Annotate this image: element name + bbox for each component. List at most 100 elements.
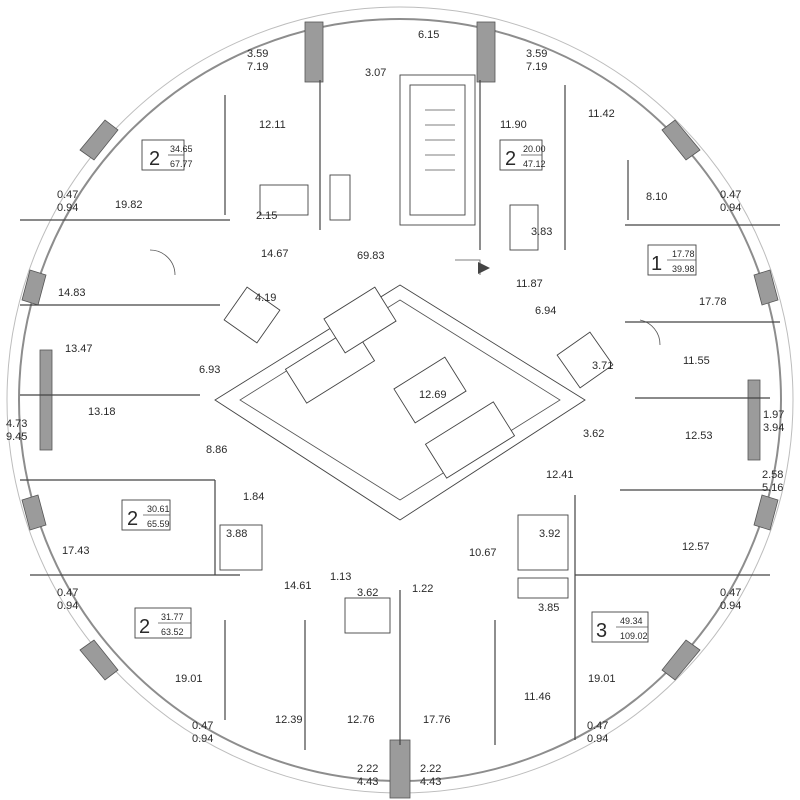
room-area: 12.53 (685, 430, 713, 442)
balcony-area: 0.47 (57, 587, 78, 599)
apartment-living-area: 49.34 (620, 616, 643, 626)
room-area: 6.94 (535, 305, 556, 317)
apartment-label: 3 49.34 109.02 (591, 611, 649, 643)
apartment-label: 1 17.78 39.98 (647, 244, 697, 276)
entrance-arrow-icon (478, 262, 490, 274)
balcony-area: 2.22 (357, 763, 378, 775)
balcony-area: 0.47 (587, 720, 608, 732)
room-area: 3.85 (538, 602, 559, 614)
room-area: 11.42 (588, 108, 615, 120)
room-area: 12.11 (259, 119, 286, 131)
balcony-area-total: 5.16 (762, 482, 783, 494)
balcony-area: 0.47 (720, 189, 741, 201)
apartment-rooms: 2 (505, 148, 516, 170)
interior-walls (20, 74, 780, 750)
room-area: 12.41 (546, 469, 574, 481)
balcony-area: 3.59 (526, 48, 547, 60)
apartment-total-area: 39.98 (672, 264, 695, 274)
balcony-area-total: 4.43 (420, 776, 441, 788)
room-area: 3.88 (226, 528, 247, 540)
room-area: 6.93 (199, 364, 220, 376)
balcony-area-total: 9.45 (6, 431, 27, 443)
room-area: 11.55 (683, 355, 710, 367)
apartment-label: 2 20.00 47.12 (499, 139, 546, 171)
balcony-area-total: 0.94 (720, 202, 741, 214)
apartment-living-area: 17.78 (672, 249, 695, 259)
room-area: 3.92 (539, 528, 560, 540)
balcony-area-total: 0.94 (587, 733, 608, 745)
balcony-area-total: 0.94 (192, 733, 213, 745)
room-area: 10.67 (469, 547, 497, 559)
room-area: 4.19 (255, 292, 276, 304)
room-area: 69.83 (357, 250, 385, 262)
apartment-label: 2 31.77 63.52 (134, 607, 192, 639)
bath-fixtures (219, 174, 614, 634)
room-area: 8.10 (646, 191, 667, 203)
room-area: 13.18 (88, 406, 116, 418)
balcony-area: 3.59 (247, 48, 268, 60)
room-area: 14.67 (261, 248, 289, 260)
room-area: 19.01 (175, 673, 203, 685)
balcony-area: 2.22 (420, 763, 441, 775)
room-area: 17.43 (62, 545, 90, 557)
apartment-living-area: 34.65 (170, 144, 193, 154)
apartment-rooms: 2 (127, 508, 138, 530)
room-area: 3.62 (357, 587, 378, 599)
apartment-label: 2 34.65 67.77 (141, 139, 193, 171)
apartment-label: 2 30.61 65.59 (121, 499, 171, 531)
room-area: 3.62 (583, 428, 604, 440)
room-area: 11.46 (524, 691, 551, 703)
room-area: 12.69 (419, 389, 447, 401)
room-area: 11.87 (516, 278, 543, 290)
room-area: 19.01 (588, 673, 616, 685)
apartment-rooms: 2 (139, 616, 150, 638)
room-area: 3.07 (365, 67, 386, 79)
room-area: 3.83 (531, 226, 552, 238)
room-area: 1.22 (412, 583, 433, 595)
balcony-area-total: 4.43 (357, 776, 378, 788)
room-area: 17.78 (699, 296, 727, 308)
balcony-area-total: 7.19 (526, 61, 547, 73)
balcony-area: 1.97 (763, 409, 784, 421)
room-area: 19.82 (115, 199, 143, 211)
room-area: 12.76 (347, 714, 375, 726)
balcony-area-total: 7.19 (247, 61, 268, 73)
apartment-total-area: 65.59 (147, 519, 170, 529)
apartment-rooms: 1 (651, 253, 662, 275)
room-area: 12.39 (275, 714, 303, 726)
apartment-total-area: 63.52 (161, 627, 184, 637)
room-area: 6.15 (418, 29, 439, 41)
room-area: 14.83 (58, 287, 86, 299)
balcony-area: 0.47 (192, 720, 213, 732)
apartment-rooms: 2 (149, 148, 160, 170)
balcony-area: 4.73 (6, 418, 27, 430)
apartment-living-area: 31.77 (161, 612, 184, 622)
apartment-total-area: 109.02 (620, 631, 648, 641)
facade (6, 6, 794, 799)
balcony-area: 2.58 (762, 469, 783, 481)
room-area: 11.90 (500, 119, 527, 131)
room-area: 3.71 (592, 360, 613, 372)
room-area: 17.76 (423, 714, 451, 726)
balcony-area-total: 0.94 (57, 600, 78, 612)
balcony-area: 0.47 (57, 189, 78, 201)
balcony-area: 0.47 (720, 587, 741, 599)
room-area: 8.86 (206, 444, 227, 456)
room-area: 12.57 (682, 541, 710, 553)
apartment-living-area: 30.61 (147, 504, 170, 514)
apartment-rooms: 3 (596, 620, 607, 642)
balcony-area-total: 0.94 (720, 600, 741, 612)
room-area: 14.61 (284, 580, 312, 592)
room-area: 13.47 (65, 343, 93, 355)
central-core (214, 284, 586, 521)
room-area: 1.13 (330, 571, 351, 583)
door-symbols (149, 249, 661, 346)
apartment-total-area: 47.12 (523, 159, 546, 169)
balcony-area-total: 3.94 (763, 422, 784, 434)
room-area: 2.15 (256, 210, 277, 222)
balcony-area-total: 0.94 (57, 202, 78, 214)
room-area: 1.84 (243, 491, 264, 503)
apartment-total-area: 67.77 (170, 159, 193, 169)
apartment-living-area: 20.00 (523, 144, 546, 154)
